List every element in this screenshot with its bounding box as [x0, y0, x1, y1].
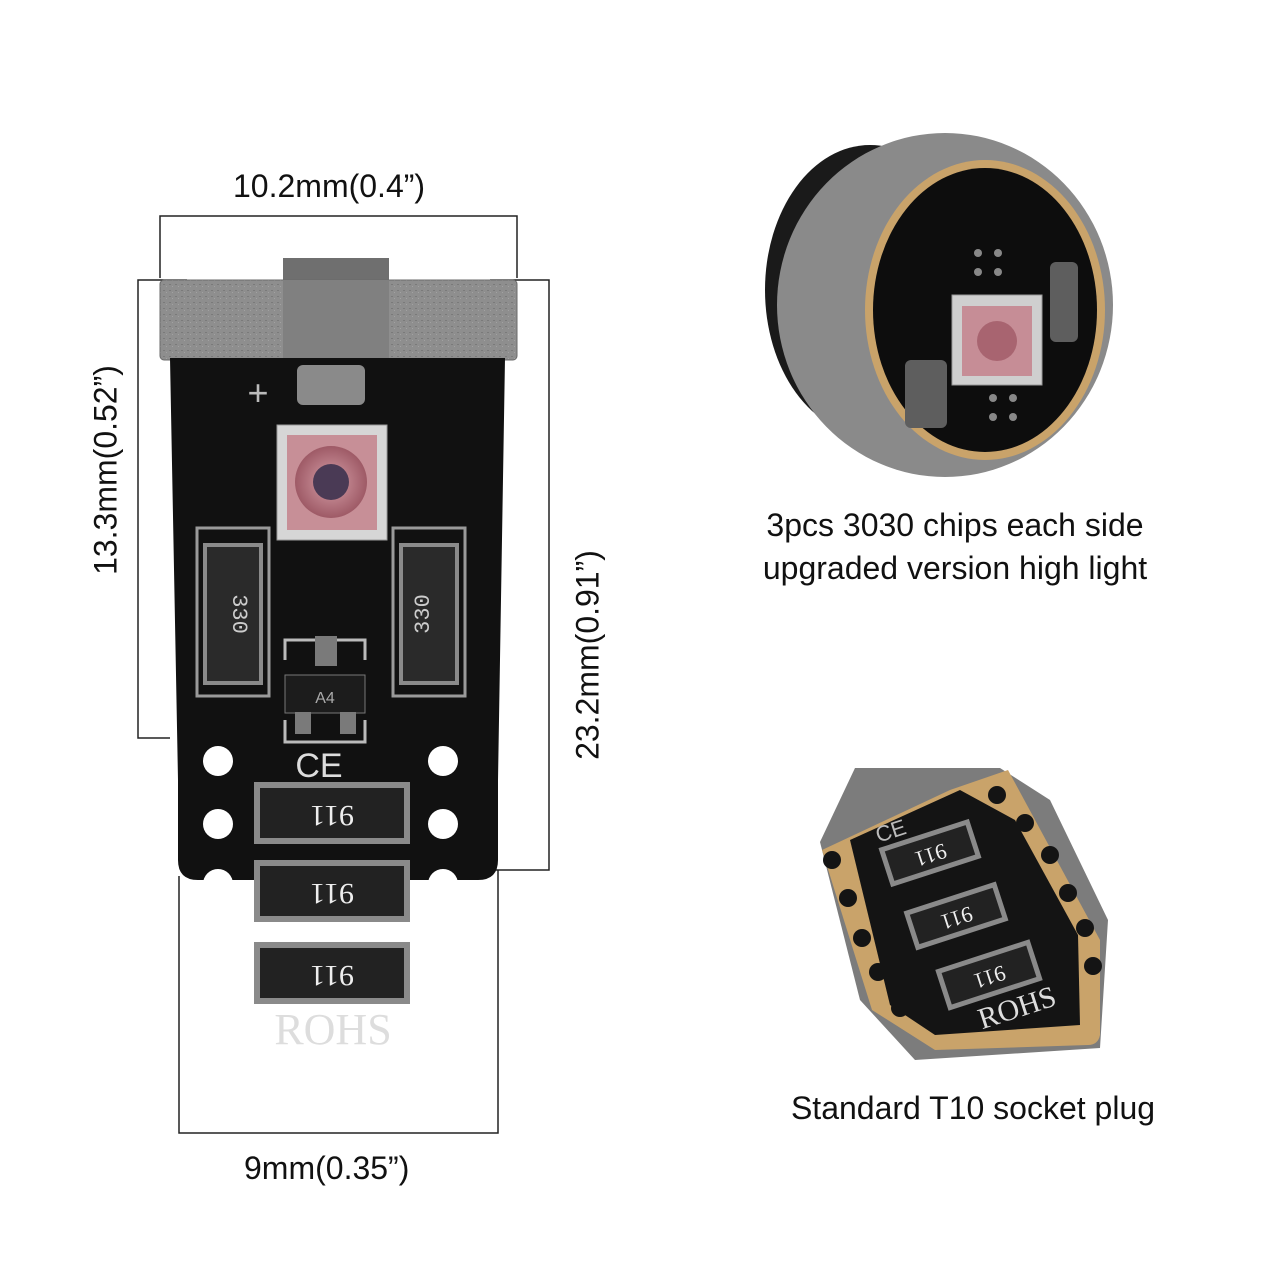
right-height-line: [470, 279, 550, 871]
bulb-housing: [159, 258, 518, 361]
plus-sign: +: [247, 372, 268, 413]
rohs-mark: ROHS: [274, 1005, 391, 1054]
top-width-label: 10.2mm(0.4”): [233, 168, 426, 204]
resistor-code-3: 911: [310, 959, 354, 992]
resistor-code-1: 911: [310, 799, 354, 832]
resistor-left-code: 330: [226, 594, 251, 634]
socket-plug-photo: CE 911 911 911 ROHS: [820, 768, 1108, 1060]
led-chip: [276, 424, 388, 541]
transistor-component: A4: [283, 636, 367, 744]
pin-holes-left: [203, 746, 233, 1019]
caption-socket-plug: Standard T10 socket plug: [790, 1090, 1156, 1126]
bottom-width-line: [178, 870, 499, 1134]
pcb-board: [170, 358, 505, 880]
bottom-width-label: 9mm(0.35”): [244, 1150, 410, 1186]
caption-chips-line2: upgraded version high light: [762, 550, 1148, 586]
ce-mark: CE: [295, 747, 342, 785]
resistor-left-component: 330: [195, 526, 271, 698]
pin-holes-right: [428, 746, 458, 1019]
lower-resistors: 911 911 911: [254, 782, 410, 1004]
end-view-photo: [765, 133, 1113, 477]
resistor-right-component: 330: [391, 526, 467, 698]
solder-tab: [297, 365, 365, 405]
caption-chips-line1: 3pcs 3030 chips each side: [766, 507, 1144, 543]
transistor-code: A4: [315, 690, 335, 707]
resistor-right-code: 330: [411, 594, 436, 634]
resistor-code-2: 911: [310, 877, 354, 910]
top-width-line: [159, 215, 518, 278]
